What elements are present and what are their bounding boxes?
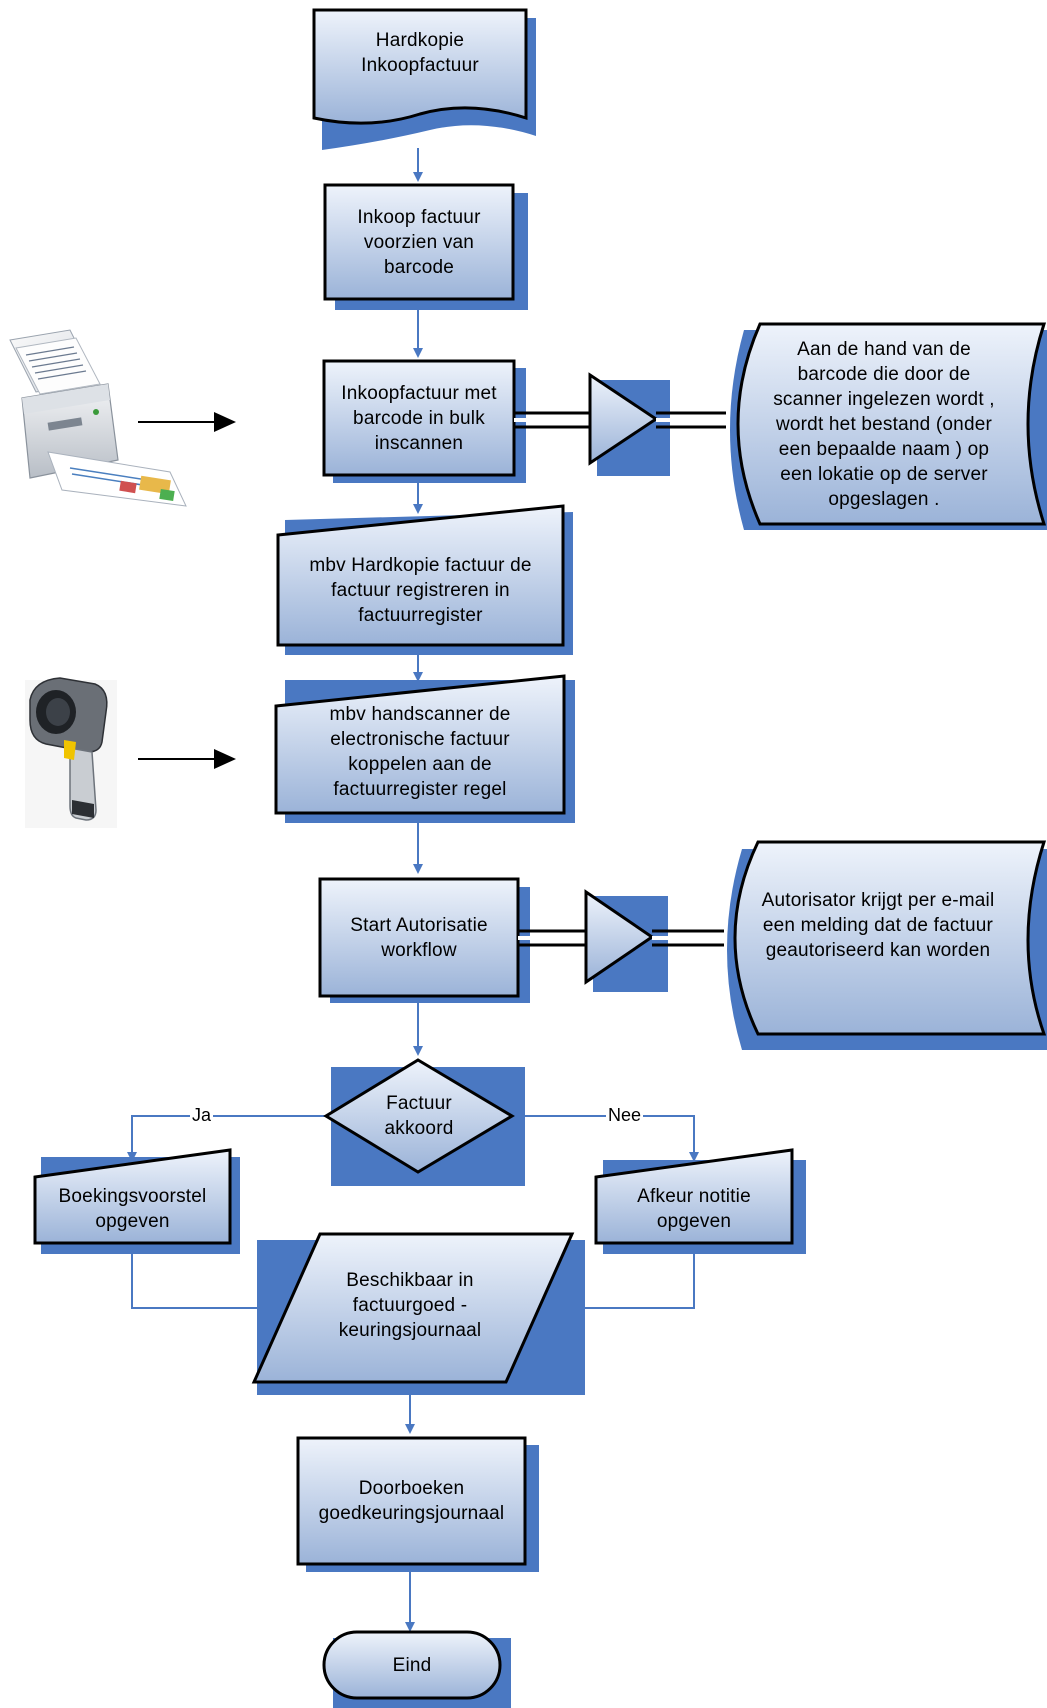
label-koppelen: mbv handscanner de electronische factuur… xyxy=(329,704,511,800)
label-akkoord: Factuur akkoord xyxy=(384,1093,454,1139)
node-lokatie xyxy=(730,322,1047,530)
connector-merge-left xyxy=(131,1245,260,1309)
connector-nee xyxy=(512,1115,699,1162)
label-lokatie: Aan de hand van de barcode die door de s… xyxy=(773,338,995,510)
handscanner-image xyxy=(25,677,117,828)
label-inscannen: Inkoopfactuur met barcode in bulk inscan… xyxy=(341,382,497,454)
label-beschikbaar: Beschikbaar in factuurgoed - keuringsjou… xyxy=(338,1270,482,1341)
node-koppelen xyxy=(274,674,575,823)
label-melding: Autorisator krijgt per e-mail een meldin… xyxy=(761,889,995,961)
node-eind xyxy=(322,1630,511,1708)
node-workflow xyxy=(318,877,530,1003)
node-barcode xyxy=(323,183,528,310)
document-scanner-image xyxy=(9,329,187,507)
node-registreren xyxy=(276,504,573,655)
connector-ja xyxy=(127,1115,326,1162)
node-inscannen xyxy=(322,359,526,483)
transfer-symbol-1 xyxy=(514,372,726,476)
edge-label-ja: Ja xyxy=(190,1105,214,1125)
edge-label-nee: Nee xyxy=(606,1105,644,1125)
node-melding xyxy=(727,840,1047,1050)
node-afkeur xyxy=(594,1148,806,1254)
node-boekingsvoorstel xyxy=(33,1148,240,1254)
label-boekingsvoorstel: Boekingsvoorstel opgeven xyxy=(58,1186,207,1232)
label-workflow: Start Autorisatie workflow xyxy=(350,914,488,961)
label-eind: Eind xyxy=(392,1654,432,1676)
node-doorboeken xyxy=(296,1436,539,1572)
label-doorboeken: Doorboeken goedkeuringsjournaal xyxy=(318,1478,505,1524)
connector-merge-right xyxy=(548,1245,695,1309)
transfer-symbol-2 xyxy=(518,889,724,992)
label-afkeur: Afkeur notitie opgeven xyxy=(637,1186,751,1232)
node-hardkopie xyxy=(312,8,536,150)
node-beschikbaar xyxy=(251,1232,585,1395)
label-hardkopie: Hardkopie Inkoopfactuur xyxy=(361,30,479,76)
label-barcode: Inkoop factuur voorzien van barcode xyxy=(357,206,481,278)
label-registreren: mbv Hardkopie factuur de factuur registr… xyxy=(309,554,532,626)
node-akkoord xyxy=(323,1058,525,1186)
